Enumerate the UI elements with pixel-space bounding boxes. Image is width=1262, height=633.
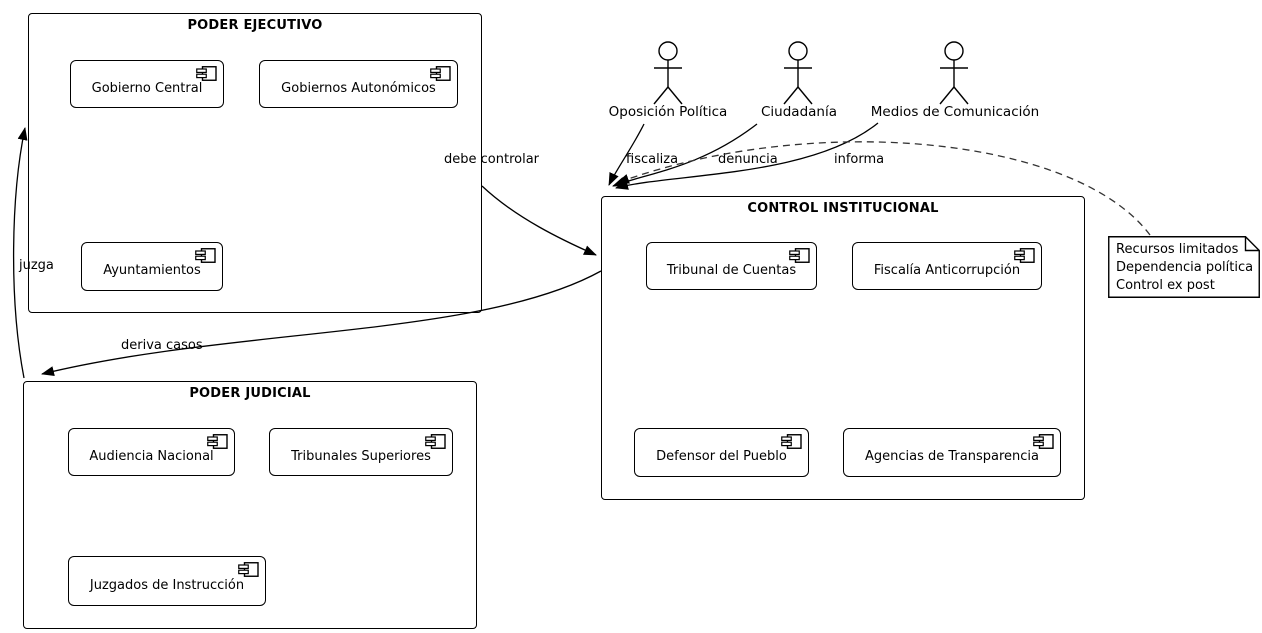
note-line: Control ex post (1116, 278, 1215, 293)
component-label: Gobierno Central (91, 80, 203, 96)
component-icon (1033, 434, 1054, 449)
package-title-control-institucional: CONTROL INSTITUCIONAL (747, 201, 939, 216)
edge-label-informa: informa (834, 152, 885, 167)
component-icon (196, 66, 217, 81)
component-icon (789, 248, 810, 263)
component-gobierno-central: Gobierno Central (70, 60, 224, 108)
actor-label-medios-de-comunicacion: Medios de Comunicación (870, 104, 1040, 120)
edge-label-denuncia: denuncia (718, 152, 778, 167)
package-poder-ejecutivo: PODER EJECUTIVO Gobierno Central Gobiern… (28, 13, 482, 313)
edge-label-deriva-casos: deriva casos (121, 338, 203, 353)
package-control-institucional: CONTROL INSTITUCIONAL Tribunal de Cuenta… (601, 196, 1085, 500)
package-poder-judicial: PODER JUDICIAL Audiencia Nacional Tribun… (23, 381, 477, 629)
component-icon (207, 434, 228, 449)
note-line: Recursos limitados (1116, 242, 1239, 257)
component-icon (781, 434, 802, 449)
edge-label-juzga: juzga (19, 258, 54, 273)
component-label: Juzgados de Instrucción (89, 577, 245, 593)
component-label: Audiencia Nacional (89, 448, 214, 464)
note-shape (1108, 236, 1260, 298)
component-agencias-de-transparencia: Agencias de Transparencia (843, 428, 1061, 477)
component-icon (430, 66, 451, 81)
component-audiencia-nacional: Audiencia Nacional (68, 428, 235, 476)
component-defensor-del-pueblo: Defensor del Pueblo (634, 428, 809, 477)
actor-label-ciudadania: Ciudadanía (761, 104, 837, 120)
edge-label-fiscaliza: fiscaliza (626, 152, 679, 167)
component-ayuntamientos: Ayuntamientos (81, 242, 223, 291)
component-icon (1014, 248, 1035, 263)
component-tribunales-superiores: Tribunales Superiores (269, 428, 453, 476)
component-label: Defensor del Pueblo (656, 449, 787, 464)
component-label: Tribunales Superiores (291, 448, 431, 464)
component-label: Fiscalía Anticorrupción (873, 262, 1021, 278)
edge-label-debe-controlar: debe controlar (444, 152, 540, 167)
edge-juzga (12, 127, 28, 379)
component-label: Agencias de Transparencia (865, 449, 1039, 464)
component-gobiernos-autonomicos: Gobiernos Autonómicos (259, 60, 458, 108)
actor-label-oposicion-politica: Oposición Política (608, 104, 728, 120)
actor-icon-ciudadania (783, 41, 813, 105)
edge-debe-controlar (481, 185, 597, 256)
actor-icon-oposicion-politica (653, 41, 683, 105)
component-label: Ayuntamientos (103, 263, 201, 278)
note-fold-icon (1244, 236, 1260, 252)
component-juzgados-de-instruccion: Juzgados de Instrucción (68, 556, 266, 606)
component-icon (195, 248, 216, 263)
component-label: Gobiernos Autonómicos (281, 80, 436, 96)
note-line: Dependencia política (1116, 260, 1254, 275)
note-limitaciones: Recursos limitados Dependencia política … (1108, 236, 1260, 298)
actor-icon-medios-de-comunicacion (939, 41, 969, 105)
component-label: Tribunal de Cuentas (666, 262, 797, 278)
component-icon (425, 434, 446, 449)
component-icon (238, 562, 259, 577)
component-tribunal-de-cuentas: Tribunal de Cuentas (646, 242, 817, 290)
package-title-poder-judicial: PODER JUDICIAL (189, 386, 311, 401)
component-fiscalia-anticorrupcion: Fiscalía Anticorrupción (852, 242, 1042, 290)
package-title-poder-ejecutivo: PODER EJECUTIVO (187, 18, 323, 33)
